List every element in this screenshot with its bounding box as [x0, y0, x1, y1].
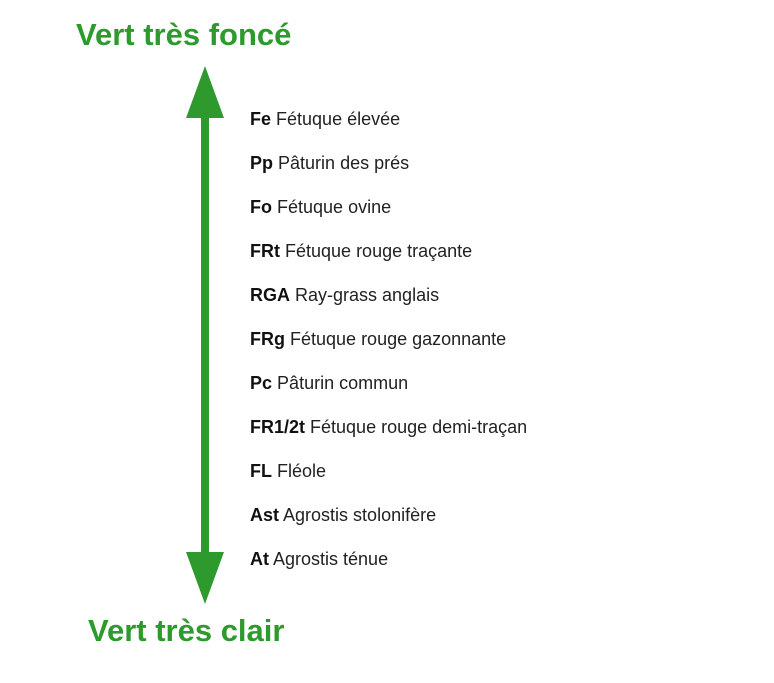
list-item: Ast Agrostis stolonifère	[250, 503, 580, 547]
species-name: Pâturin des prés	[278, 153, 410, 173]
species-code: FR1/2t	[250, 417, 306, 437]
species-code: Pp	[250, 153, 274, 173]
species-code: FRg	[250, 329, 285, 349]
species-name: Pâturin commun	[277, 373, 409, 393]
species-name: Fléole	[277, 461, 327, 481]
species-code: Fe	[250, 109, 272, 129]
species-code: Pc	[250, 373, 273, 393]
species-name: Fétuque rouge demi-traçan	[310, 417, 528, 437]
species-code: Fo	[250, 197, 272, 217]
list-item: Fe Fétuque élevée	[250, 107, 580, 151]
species-code: Ast	[250, 505, 280, 525]
list-item: FL Fléole	[250, 459, 580, 503]
list-item: FRt Fétuque rouge traçante	[250, 239, 580, 283]
list-item: FRg Fétuque rouge gazonnante	[250, 327, 580, 371]
species-name: Ray-grass anglais	[295, 285, 440, 305]
bottom-label-light-green: Vert très clair	[88, 613, 285, 648]
list-item: Fo Fétuque ovine	[250, 195, 580, 239]
species-name: Fétuque rouge traçante	[285, 241, 473, 261]
list-item: Pp Pâturin des prés	[250, 151, 580, 195]
double-headed-arrow-icon	[186, 66, 224, 604]
species-name: Agrostis ténue	[273, 549, 389, 569]
list-item: FR1/2t Fétuque rouge demi-traçan	[250, 415, 580, 459]
species-name: Fétuque ovine	[277, 197, 392, 217]
species-code: RGA	[250, 285, 290, 305]
species-code: FL	[250, 461, 272, 481]
top-label-dark-green: Vert très foncé	[76, 17, 292, 52]
list-item: Pc Pâturin commun	[250, 371, 580, 415]
species-name: Fétuque rouge gazonnante	[290, 329, 507, 349]
grass-species-list: Fe Fétuque élevée Pp Pâturin des prés Fo…	[250, 107, 580, 591]
species-code: FRt	[250, 241, 280, 261]
species-name: Agrostis stolonifère	[283, 505, 437, 525]
list-item: RGA Ray-grass anglais	[250, 283, 580, 327]
list-item: At Agrostis ténue	[250, 547, 580, 591]
species-name: Fétuque élevée	[276, 109, 401, 129]
species-code: At	[250, 549, 269, 569]
